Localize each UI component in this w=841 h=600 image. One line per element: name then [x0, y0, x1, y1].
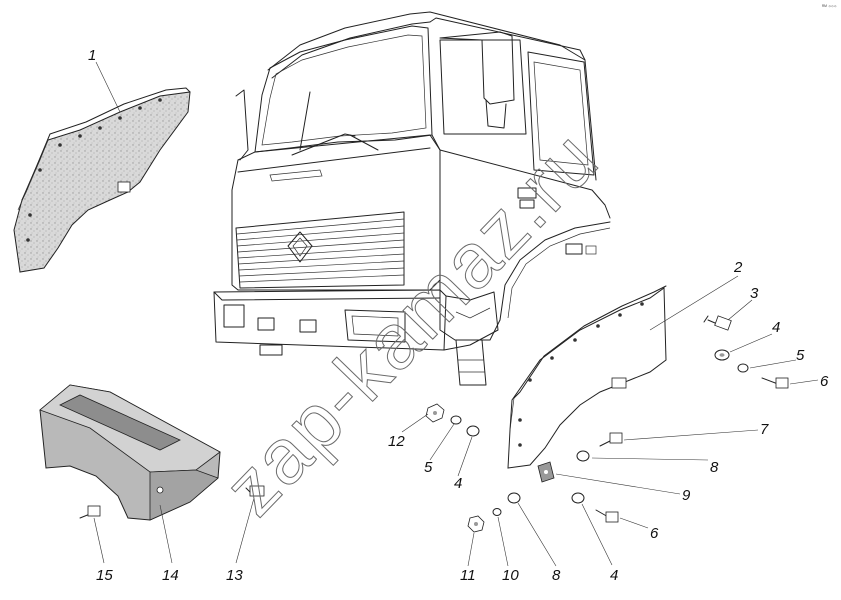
part-5-washer-icon [737, 363, 749, 373]
callout-7: 7 [760, 421, 769, 438]
part-4b-washer-icon [571, 492, 585, 504]
part-4c-washer-icon [466, 425, 480, 437]
callout-12: 12 [388, 433, 405, 450]
part-3-screw-icon [703, 315, 732, 331]
leader-lines [93, 61, 819, 567]
part-1-insulation-panel [13, 87, 191, 273]
part-6-bolt-icon [761, 377, 789, 389]
corner-mark: ᴿᴹ ⸰⸰⸰ [822, 4, 837, 10]
part-5b-washer-icon [450, 415, 462, 425]
truck-cab-drawing [213, 11, 611, 386]
callout-8b: 8 [552, 567, 561, 584]
callout-4a: 4 [772, 319, 780, 336]
callout-14: 14 [162, 567, 179, 584]
callout-5a: 5 [796, 347, 805, 364]
callout-15: 15 [96, 567, 113, 584]
callout-10: 10 [502, 567, 519, 584]
part-2-holes [518, 302, 644, 447]
part-2-insulation-panel [507, 285, 667, 469]
part-8b-washer-icon [507, 492, 521, 504]
callout-13: 13 [226, 567, 243, 584]
watermark: zap-kamaz.ru [207, 114, 615, 532]
callout-6b: 6 [650, 525, 659, 542]
part-15-bolt-icon [79, 505, 101, 519]
callout-numbers: 1 2 3 4 5 6 7 8 9 6 4 8 10 11 12 5 4 13 … [88, 47, 829, 584]
part-13-clip-icon [245, 485, 265, 497]
callout-3: 3 [750, 285, 759, 302]
part-9-clip-nut-icon [537, 461, 555, 483]
part-10-washer-icon [492, 508, 502, 516]
callout-11: 11 [460, 567, 476, 584]
part-1-holes [26, 98, 162, 242]
callout-2: 2 [733, 259, 743, 276]
callout-6a: 6 [820, 373, 829, 390]
callout-5b: 5 [424, 459, 433, 476]
part-11-nut-icon [467, 515, 485, 533]
fasteners [79, 315, 789, 533]
part-8-washer-icon [576, 450, 590, 462]
part-12-nut-icon [425, 403, 445, 423]
callout-4b: 4 [610, 567, 618, 584]
callout-4c: 4 [454, 475, 462, 492]
part-14-wheel-arch-cover [39, 384, 221, 521]
callout-8a: 8 [710, 459, 719, 476]
part-6b-bolt-icon [595, 509, 619, 523]
callout-1: 1 [88, 47, 96, 64]
callout-9: 9 [682, 487, 691, 504]
brand-emblem-icon [287, 231, 313, 263]
part-7-bolt-icon [599, 432, 623, 447]
grille-slats [236, 218, 405, 283]
